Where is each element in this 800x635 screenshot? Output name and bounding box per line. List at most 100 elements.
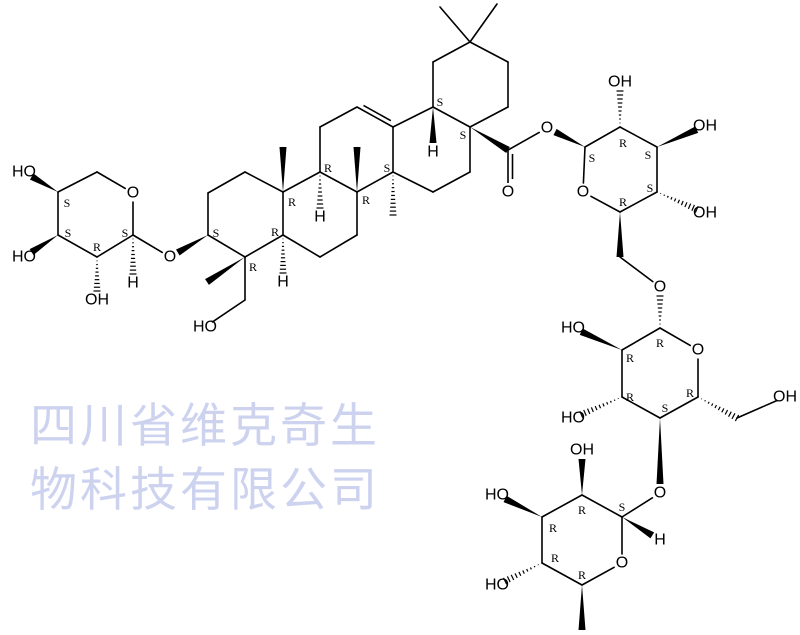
hash-segment (598, 404, 602, 409)
hash-segment (711, 403, 714, 407)
atom-label-o: O (616, 555, 628, 572)
hash-segment (503, 577, 508, 585)
hash-segment (506, 576, 511, 583)
single-bond (507, 131, 540, 151)
single-bond (132, 234, 164, 254)
single-bond (541, 494, 583, 518)
single-bond (659, 327, 692, 347)
atom-label-o: O (541, 120, 553, 137)
single-bond (96, 171, 127, 190)
single-bond (57, 171, 98, 193)
atom-label-o: O (502, 184, 514, 201)
hash-segment (594, 405, 598, 411)
stereo-descriptor: R (324, 161, 332, 175)
atom-label-h: H (314, 209, 326, 226)
hash-segment (613, 399, 616, 401)
hash-segment (606, 401, 609, 405)
stereo-descriptor: R (626, 351, 634, 365)
atom-label-oh: OH (570, 442, 594, 459)
hash-segment (518, 571, 522, 576)
hash-segment (721, 408, 725, 413)
hash-segment (529, 567, 532, 570)
stereo-descriptor: R (686, 386, 694, 400)
stereo-descriptor: R (288, 195, 296, 209)
hashed-bond (93, 260, 101, 292)
wedge-bond (279, 147, 287, 192)
wedge-bond (578, 459, 586, 495)
double-bond-inner (363, 104, 392, 122)
hashed-bond (389, 175, 397, 216)
stereo-descriptor: S (645, 148, 652, 162)
single-bond (319, 234, 358, 258)
hashed-bond (616, 90, 624, 124)
single-bond (541, 562, 583, 586)
atom-label-h: H (277, 274, 289, 291)
single-bond (581, 566, 615, 586)
stereo-descriptor: R (626, 390, 634, 404)
wedge-bond (205, 257, 245, 285)
stereo-descriptor: S (384, 161, 391, 175)
hash-segment (717, 406, 721, 411)
atom-label-o: O (127, 185, 139, 202)
single-bond (392, 171, 434, 193)
atom-label-ho: HO (561, 320, 585, 337)
atom-label-o: O (654, 485, 666, 502)
single-bond (432, 106, 471, 128)
hash-segment (694, 205, 699, 213)
single-bond (319, 171, 358, 193)
atom-label-ho: HO (12, 164, 36, 181)
stereo-descriptor: R (578, 568, 586, 582)
stereo-descriptor: S (589, 151, 596, 165)
single-bond (392, 106, 434, 128)
hashed-bond (700, 398, 740, 422)
stereo-descriptor: R (362, 193, 370, 207)
single-bond (581, 494, 623, 518)
wedge-bond (29, 235, 58, 256)
single-bond (469, 106, 509, 128)
single-bond (590, 195, 621, 213)
stereo-descriptor: S (437, 95, 444, 109)
wedge-bond (353, 147, 361, 192)
hash-segment (707, 401, 710, 404)
hash-segment (583, 409, 587, 417)
atom-label-o: O (692, 342, 704, 359)
stereo-descriptor: R (549, 521, 557, 535)
single-bond (244, 171, 284, 193)
single-bond (659, 396, 699, 419)
hash-segment (666, 195, 669, 198)
hash-segment (590, 407, 594, 413)
atom-label-h: H (127, 275, 139, 292)
single-bond (584, 126, 621, 148)
wedge-bond (470, 127, 510, 153)
single-bond (736, 399, 778, 419)
stereo-descriptor: S (65, 226, 72, 240)
hash-segment (731, 413, 736, 420)
stereo-descriptor: R (619, 136, 627, 150)
hash-segment (680, 200, 684, 206)
single-bond (619, 256, 654, 283)
hash-segment (704, 399, 706, 402)
stereo-descriptor: S (122, 226, 129, 240)
hash-segment (714, 404, 718, 409)
single-bond (469, 41, 509, 63)
single-bond (57, 234, 98, 258)
atom-label-oh: OH (773, 389, 797, 406)
wedge-bond (503, 495, 542, 517)
single-bond (432, 41, 471, 63)
wedge-bond (622, 517, 655, 539)
wedge-bond (176, 235, 208, 256)
hash-segment (673, 198, 677, 202)
hash-segment (514, 573, 518, 579)
atom-label-ho: HO (561, 410, 585, 427)
wedge-bond (29, 173, 58, 192)
single-bond (356, 171, 394, 193)
wedge-bond (578, 585, 586, 630)
stereo-descriptor: S (647, 181, 654, 195)
hash-segment (579, 411, 584, 418)
hash-segment (663, 194, 666, 196)
single-bond (432, 171, 471, 193)
single-bond (621, 497, 654, 518)
atom-label-ho: HO (485, 577, 509, 594)
wedge-bond (429, 107, 437, 143)
